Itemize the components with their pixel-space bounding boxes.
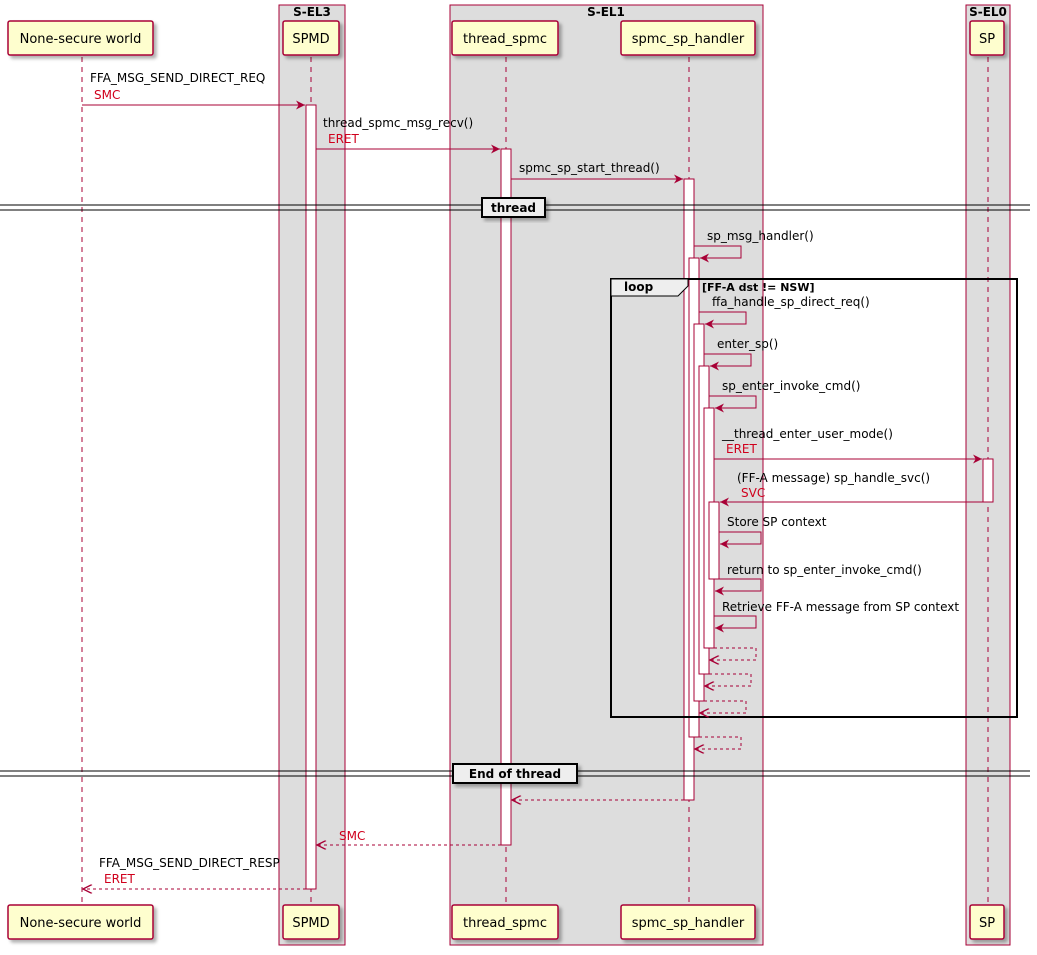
participant-nsw: None-secure world bbox=[7, 20, 154, 56]
divider-thread: thread bbox=[0, 197, 1030, 218]
participant-sp-bottom: SP bbox=[969, 904, 1005, 940]
svg-text:loop: loop bbox=[624, 280, 654, 294]
svg-text:sp_enter_invoke_cmd(): sp_enter_invoke_cmd() bbox=[722, 379, 860, 393]
return-enter-sp bbox=[705, 673, 752, 686]
message-sp-msg-handler: sp_msg_handler() bbox=[694, 229, 814, 263]
message-thread-spmc-msg-recv: thread_spmc_msg_recv() ERET bbox=[316, 116, 500, 154]
participants-top: None-secure world SPMD thread_spmc spmc_… bbox=[7, 20, 1005, 56]
svg-text:SP: SP bbox=[979, 32, 995, 47]
return-sp-msg-handler bbox=[695, 736, 742, 749]
svg-text:enter_sp(): enter_sp() bbox=[717, 337, 778, 351]
svg-text:None-secure world: None-secure world bbox=[20, 32, 142, 47]
svg-text:ERET: ERET bbox=[104, 872, 136, 886]
participant-handler: spmc_sp_handler bbox=[620, 20, 756, 56]
svg-text:S-EL1: S-EL1 bbox=[587, 5, 625, 19]
participant-sp: SP bbox=[969, 20, 1005, 56]
message-thread-enter-user-mode: __thread_enter_user_mode() ERET bbox=[714, 427, 982, 464]
message-sp-enter-invoke-cmd: sp_enter_invoke_cmd() bbox=[709, 379, 860, 413]
message-ffa-msg-send-direct-resp: FFA_MSG_SEND_DIRECT_RESP ERET bbox=[83, 856, 306, 889]
svg-text:spmc_sp_handler: spmc_sp_handler bbox=[632, 32, 745, 47]
message-ffa-handle-sp-direct-req: ffa_handle_sp_direct_req() bbox=[699, 295, 870, 329]
svg-text:thread: thread bbox=[491, 201, 536, 215]
loop-fragment: loop [FF-A dst != NSW] bbox=[610, 278, 1018, 718]
svg-text:SP: SP bbox=[979, 916, 995, 931]
svg-text:spmc_sp_handler: spmc_sp_handler bbox=[632, 916, 745, 931]
svg-text:thread_spmc: thread_spmc bbox=[463, 32, 547, 47]
svg-text:FFA_MSG_SEND_DIRECT_RESP: FFA_MSG_SEND_DIRECT_RESP bbox=[99, 856, 280, 870]
svg-text:End of thread: End of thread bbox=[469, 767, 561, 781]
message-return-smc: SMC bbox=[317, 829, 501, 845]
svg-text:None-secure world: None-secure world bbox=[20, 916, 142, 931]
return-ffa-handle-sp-direct-req bbox=[700, 700, 747, 713]
svg-text:ffa_handle_sp_direct_req(): ffa_handle_sp_direct_req() bbox=[712, 295, 870, 309]
message-retrieve-ffa-message: Retrieve FF-A message from SP context bbox=[714, 600, 959, 633]
svg-text:__thread_enter_user_mode(): __thread_enter_user_mode() bbox=[721, 427, 893, 441]
messages: FFA_MSG_SEND_DIRECT_REQ SMC thread_spmc_… bbox=[82, 71, 983, 889]
svg-text:sp_msg_handler(): sp_msg_handler() bbox=[707, 229, 814, 243]
svg-text:SPMD: SPMD bbox=[292, 916, 329, 931]
svg-text:ERET: ERET bbox=[726, 442, 758, 456]
svg-text:Store SP context: Store SP context bbox=[727, 515, 827, 529]
svg-text:SPMD: SPMD bbox=[292, 32, 329, 47]
message-store-sp-context: Store SP context bbox=[719, 515, 827, 549]
svg-text:S-EL3: S-EL3 bbox=[293, 5, 331, 19]
participant-thread-spmc: thread_spmc bbox=[451, 20, 559, 56]
message-sp-handle-svc: (FF-A message) sp_handle_svc() SVC bbox=[720, 471, 983, 507]
participants-bottom: None-secure world SPMD thread_spmc spmc_… bbox=[7, 904, 1005, 940]
message-return-to-sp-enter-invoke-cmd: return to sp_enter_invoke_cmd() bbox=[715, 563, 922, 596]
box-s-el1: S-EL1 bbox=[449, 4, 764, 946]
message-enter-sp: enter_sp() bbox=[704, 337, 778, 371]
participant-spmd-bottom: SPMD bbox=[282, 904, 340, 940]
svg-text:thread_spmc_msg_recv(): thread_spmc_msg_recv() bbox=[323, 116, 473, 130]
participant-thread-spmc-bottom: thread_spmc bbox=[451, 904, 559, 940]
svg-text:(FF-A message) sp_handle_svc(): (FF-A message) sp_handle_svc() bbox=[737, 471, 930, 485]
svg-text:SMC: SMC bbox=[339, 829, 365, 843]
participant-nsw-bottom: None-secure world bbox=[7, 904, 154, 940]
activations bbox=[305, 104, 994, 890]
svg-text:S-EL0: S-EL0 bbox=[969, 5, 1007, 19]
svg-text:[FF-A dst != NSW]: [FF-A dst != NSW] bbox=[702, 281, 815, 294]
svg-text:SMC: SMC bbox=[94, 88, 120, 102]
svg-text:SVC: SVC bbox=[741, 486, 765, 500]
return-sp-enter-invoke-cmd bbox=[710, 647, 757, 660]
message-ffa-msg-send-direct-req: FFA_MSG_SEND_DIRECT_REQ SMC bbox=[82, 71, 305, 110]
svg-text:thread_spmc: thread_spmc bbox=[463, 916, 547, 931]
return-arrows bbox=[512, 647, 757, 800]
svg-text:ERET: ERET bbox=[328, 132, 360, 146]
svg-text:spmc_sp_start_thread(): spmc_sp_start_thread() bbox=[519, 161, 660, 175]
svg-text:return to sp_enter_invoke_cmd(: return to sp_enter_invoke_cmd() bbox=[727, 563, 922, 577]
svg-text:Retrieve FF-A message from SP: Retrieve FF-A message from SP context bbox=[722, 600, 959, 614]
svg-text:FFA_MSG_SEND_DIRECT_REQ: FFA_MSG_SEND_DIRECT_REQ bbox=[90, 71, 265, 85]
participant-spmd: SPMD bbox=[282, 20, 340, 56]
participant-handler-bottom: spmc_sp_handler bbox=[620, 904, 756, 940]
divider-end-of-thread: End of thread bbox=[0, 763, 1030, 784]
message-spmc-sp-start-thread: spmc_sp_start_thread() bbox=[511, 161, 683, 184]
